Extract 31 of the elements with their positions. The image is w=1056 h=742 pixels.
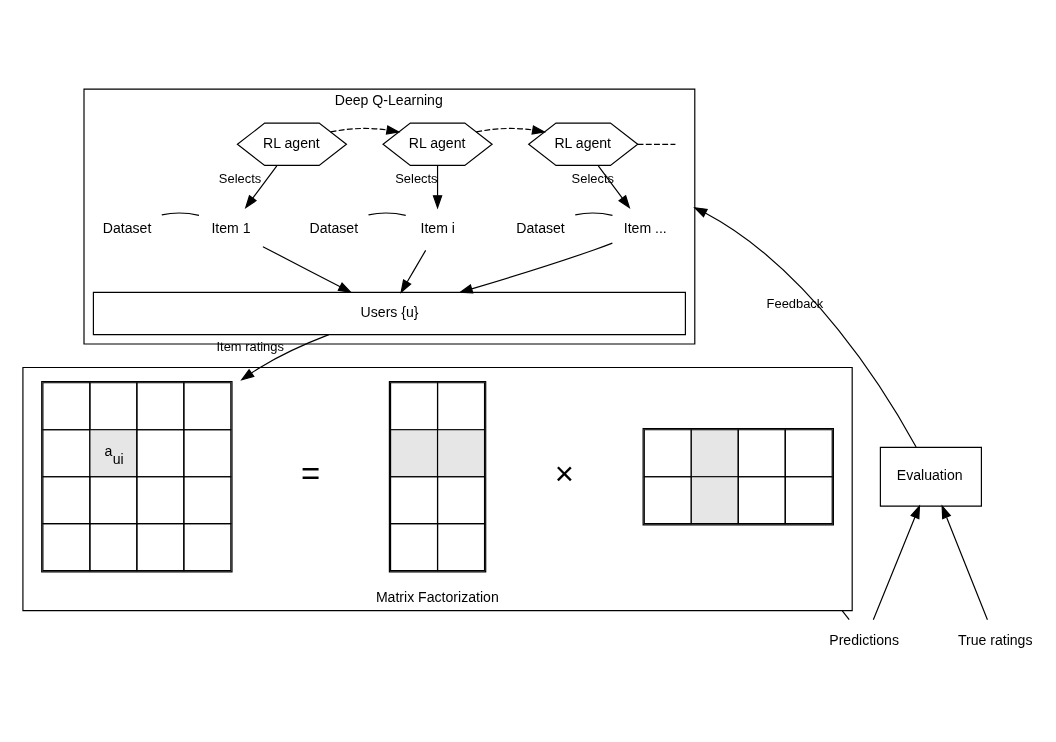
node-text: Predictions	[829, 631, 899, 648]
arrow	[597, 165, 631, 210]
arrow	[400, 249, 427, 294]
node-text: Item i	[420, 219, 455, 236]
node-box: Users {u}	[92, 291, 686, 336]
edge-label: Selects	[395, 170, 438, 186]
arrow	[872, 504, 921, 621]
arrow	[475, 125, 547, 135]
node-text: Dataset	[516, 219, 565, 236]
arrow	[432, 165, 443, 210]
arrow	[458, 242, 613, 294]
connector	[574, 212, 614, 216]
arrow	[330, 125, 401, 135]
node-text: Dataset	[102, 219, 152, 236]
node-text: True ratings	[957, 631, 1033, 648]
node-text: Item 1	[211, 219, 251, 236]
arrow	[244, 165, 278, 210]
connector	[637, 143, 676, 145]
label: =	[301, 454, 321, 492]
node-text: Item ...	[623, 219, 667, 236]
arrow	[240, 334, 330, 381]
label: ×	[554, 454, 575, 492]
arrow	[693, 206, 917, 448]
arrow	[941, 504, 988, 621]
arrow	[262, 246, 353, 293]
connector	[161, 212, 200, 216]
connector	[367, 212, 407, 216]
node-text: Dataset	[309, 219, 359, 236]
edge-label: Selects	[218, 171, 262, 187]
node-box: Evaluation	[879, 446, 982, 507]
connector	[841, 610, 850, 621]
